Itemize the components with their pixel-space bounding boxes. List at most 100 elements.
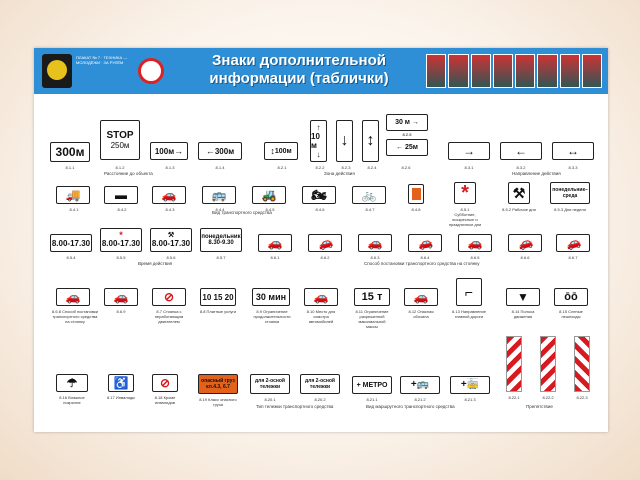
sign-8-18: ⊘ (152, 374, 178, 392)
motorcycle-icon: 🏍 (311, 188, 327, 202)
sign-8-6-4: 🚗 (408, 234, 442, 252)
code-8-4-3: 8.4.3 (165, 207, 175, 212)
main-road-direction-icon: ⌐ (464, 284, 474, 300)
truck-icon: 🚚 (65, 188, 81, 202)
code-8-19: 8.19 Класс опасного груза (199, 397, 237, 407)
sign-8-2-6: 30 м → 8.2.5 ← 25м (386, 114, 428, 164)
sign-8-5-3: понедельник–среда (550, 182, 590, 204)
code-8-8: 8.8 Платные услуги (199, 309, 237, 314)
sign-8-4-5: 🚜 (252, 186, 286, 204)
sign-8-21-3: +🚋 (450, 376, 490, 394)
code-8-2-1: 8.2.1 (277, 165, 287, 170)
code-8-6-8: 8.6.8 Способ постановки транспортного ср… (52, 309, 98, 324)
sign-8-12: 🚗 (404, 288, 438, 306)
section-vehicle-type: Вид транспортного средства (212, 210, 272, 215)
tram-icon: 🚋 (466, 379, 480, 390)
inspection-ramp-icon: 🚗 (313, 290, 329, 304)
publisher-text: ПЛАКАТ № 7 · ТЕХНИКА — МОЛОДЁЖИ · ЗА РУЛ… (76, 55, 128, 65)
code-8-5-5: 8.5.5 (116, 255, 126, 260)
code-8-20-2: 8.20.2 (314, 397, 326, 402)
sign-8-6-6: 🚗 (508, 234, 542, 252)
parking-car-icon: 🚗 (515, 234, 535, 252)
sign-8-5-5: *8.00-17.30 (100, 228, 142, 252)
sign-8-2-2: ↑10 м↓ (310, 120, 327, 162)
parking-car-icon: 🚗 (315, 234, 335, 252)
sign-8-14: ▼ (506, 288, 540, 306)
dangerous-shoulder-icon: 🚗 (413, 290, 429, 304)
sign-8-5-2: ⚒ (508, 182, 530, 204)
parking-car-icon: 🚗 (367, 236, 383, 250)
sign-8-4-6: 🏍 (302, 186, 336, 204)
section-distance: Расстояние до объекта (104, 171, 153, 176)
poster-title: Знаки дополнительной информации (табличк… (174, 52, 424, 88)
sign-8-2-3: ↓ (336, 120, 353, 162)
poster: ПЛАКАТ № 7 · ТЕХНИКА — МОЛОДЁЖИ · ЗА РУЛ… (34, 48, 608, 432)
code-8-1-1: 8.1.1 (65, 165, 75, 170)
hazard-plate-icon (411, 188, 421, 200)
sign-8-6-5: 🚗 (458, 234, 492, 252)
section-parking-method: Способ постановки транспортного средства… (364, 261, 480, 266)
code-8-20-1: 8.20.1 (264, 397, 276, 402)
car-icon: 🚗 (161, 188, 177, 202)
code-8-6-7: 8.6.7 (568, 255, 578, 260)
parking-car-icon: 🚗 (416, 234, 434, 252)
sign-8-3-3: ↔ (552, 142, 594, 160)
section-obstacle: Препятствие (526, 404, 553, 409)
sign-8-21-1: + МЕТРО (352, 376, 392, 394)
code-8-18: 8.18 Кроме инвалидов (154, 395, 176, 405)
sign-8-6-7: 🚗 (556, 234, 590, 252)
engine-off-icon: ⊘ (163, 290, 175, 304)
code-8-21-3: 8.21.3 (464, 397, 476, 402)
parking-car-icon: 🚗 (113, 290, 129, 304)
code-8-22-1: 8.22.1 (508, 395, 520, 400)
sign-8-13: ⌐ (456, 278, 482, 306)
sign-8-6-9: 🚗 (104, 288, 138, 306)
trailer-icon: ▬ (115, 188, 127, 202)
tractor-icon: 🚜 (261, 188, 277, 202)
code-8-5-6: 8.5.6 (166, 255, 176, 260)
code-8-4-5: 8.4.5 (265, 207, 275, 212)
code-8-4-8: 8.4.8 (411, 207, 421, 212)
sign-8-4-2: ▬ (104, 186, 138, 204)
code-8-22-2: 8.22.2 (542, 395, 554, 400)
sign-8-22-3 (574, 336, 590, 392)
sign-8-16: ☂ (56, 374, 88, 392)
wet-surface-icon: ☂ (66, 376, 78, 390)
code-8-12: 8.12 Опасная обочина (408, 309, 434, 319)
sign-8-5-4: 8.00-17.30 (50, 234, 92, 252)
parking-car-icon: 🚗 (65, 290, 81, 304)
code-8-5-4: 8.5.4 (66, 255, 76, 260)
title-line-1: Знаки дополнительной (212, 52, 386, 69)
sign-8-4-7: 🚲 (352, 186, 386, 204)
code-8-2-2: 8.2.2 (315, 165, 325, 170)
code-8-2-3: 8.2.3 (341, 165, 351, 170)
section-zone: Зона действия (324, 171, 355, 176)
blind-pedestrians-icon: ōō (564, 291, 578, 303)
code-8-6-6: 8.6.6 (520, 255, 530, 260)
sign-8-6-3: 🚗 (358, 234, 392, 252)
section-direction: Направление действия (512, 171, 561, 176)
sign-8-4-8 (408, 184, 424, 204)
poster-logo-icon (42, 54, 72, 88)
section-time: Время действия (138, 261, 173, 266)
lane-arrow-icon: ▼ (517, 290, 529, 304)
code-8-14: 8.14 Полоса движения (511, 309, 535, 319)
sign-8-2-4: ↕ (362, 120, 379, 162)
code-8-2-4: 8.2.4 (367, 165, 377, 170)
code-8-4-6: 8.4.6 (315, 207, 325, 212)
section-bogie-type: Тип тележки транспортного средства (256, 404, 334, 409)
code-8-1-2: 8.1.2 (115, 165, 125, 170)
section-route-vehicle: Вид маршрутного транспортного средства (366, 404, 455, 409)
sign-8-22-2 (540, 336, 556, 392)
header-banner: ПЛАКАТ № 7 · ТЕХНИКА — МОЛОДЁЖИ · ЗА РУЛ… (34, 48, 608, 94)
code-8-5-3: 8.5.3 Дни недели (554, 207, 586, 212)
code-8-3-1: 8.3.1 (464, 165, 474, 170)
sign-8-7: ⊘ (152, 288, 186, 306)
sign-8-1-3: 100м→ (150, 142, 188, 160)
bus-icon: 🚌 (211, 188, 227, 202)
bicycle-icon: 🚲 (361, 188, 377, 202)
